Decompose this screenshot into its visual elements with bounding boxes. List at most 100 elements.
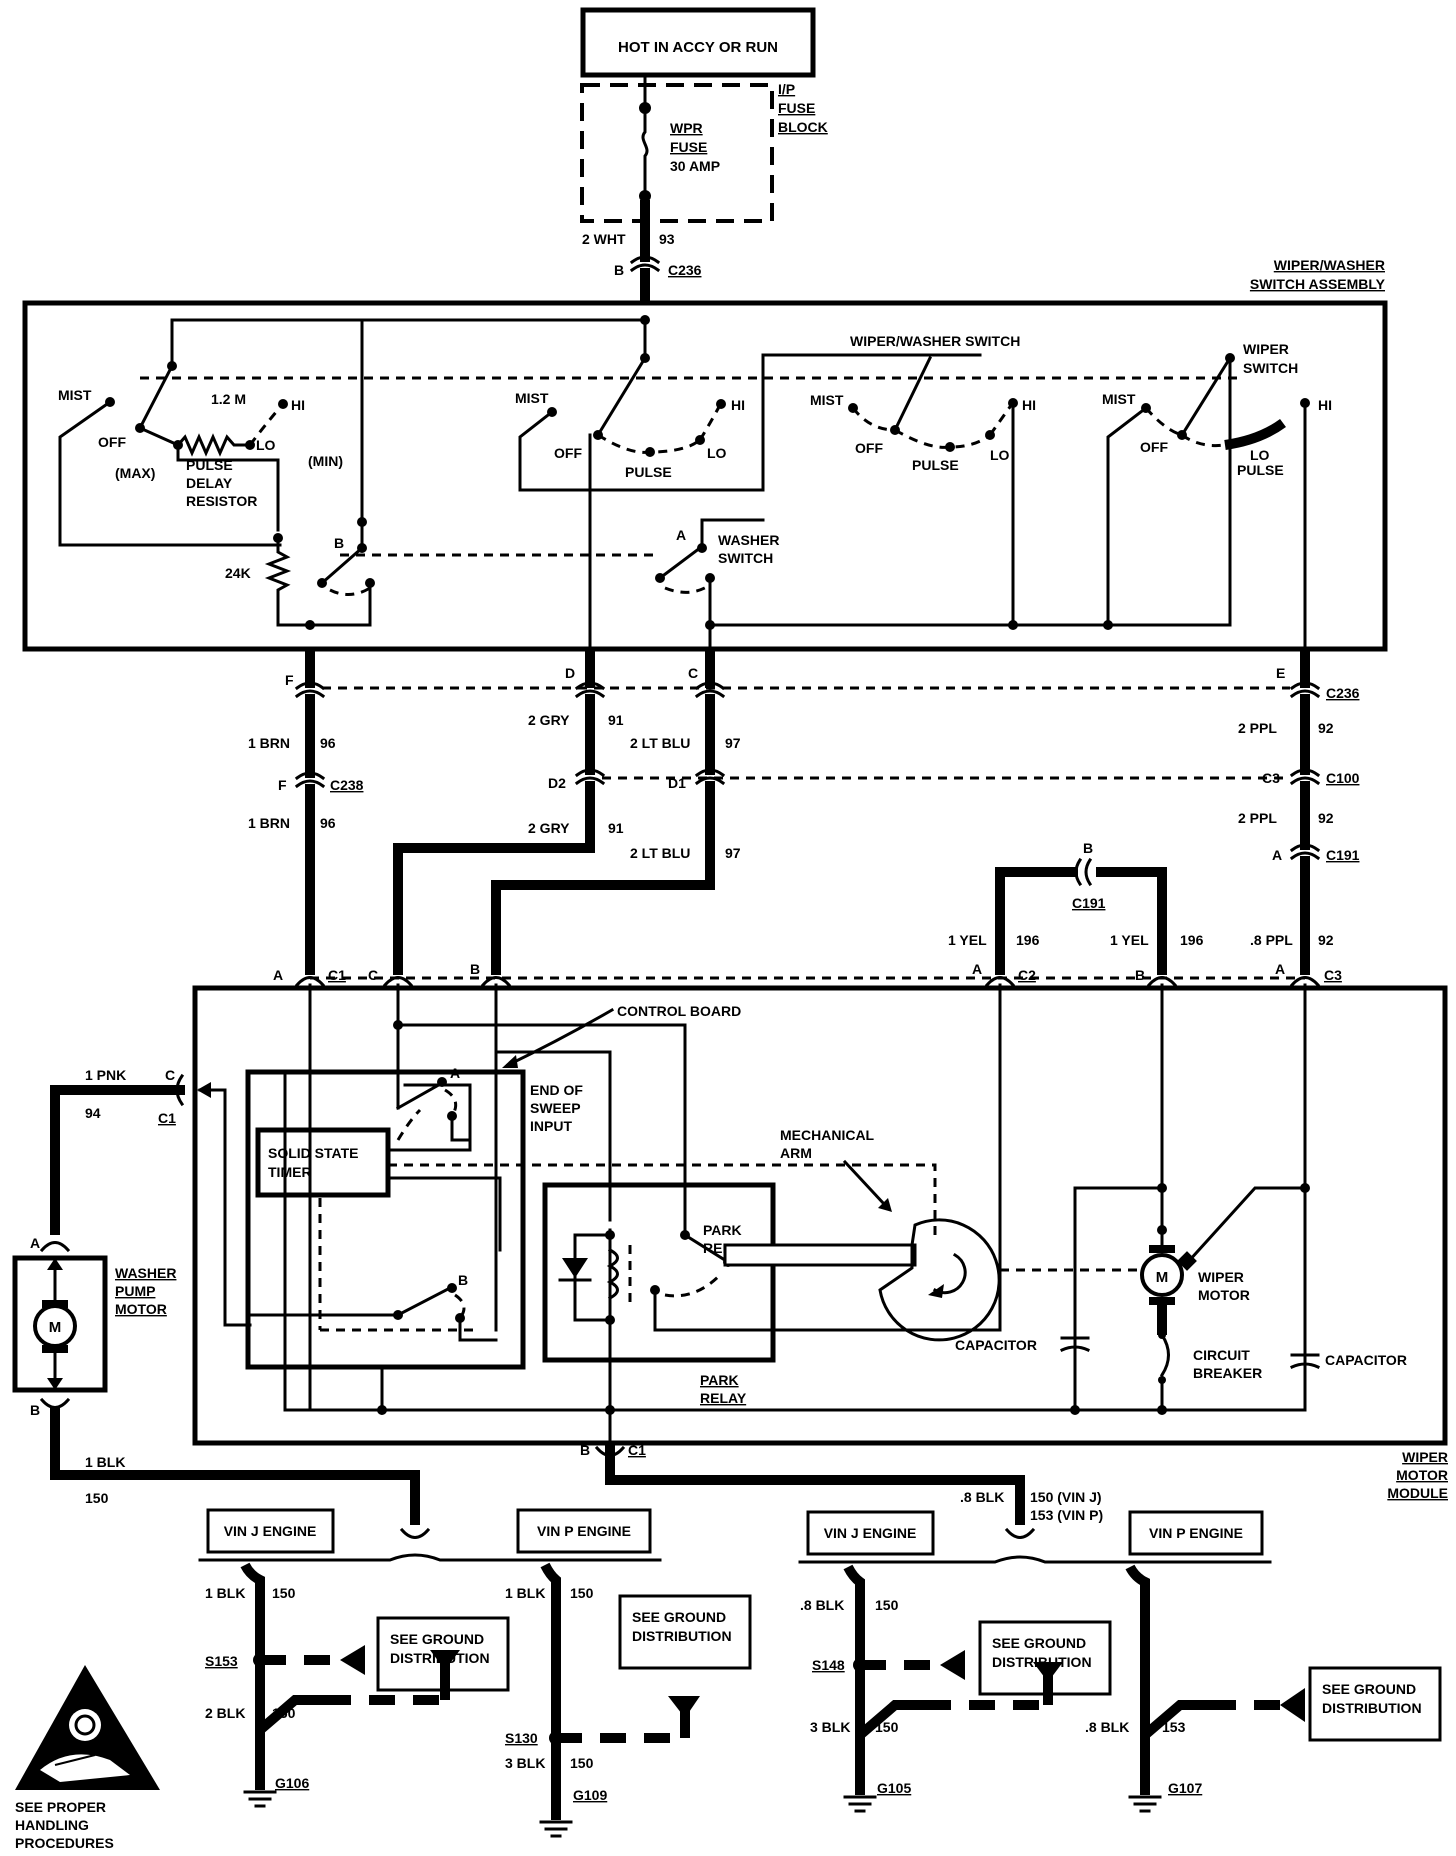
g107-label: G107 (1168, 1780, 1202, 1796)
ground-group-left: VIN J ENGINE VIN P ENGINE SEE GROUND DIS… (198, 1508, 752, 1838)
right-vinj-label: VIN J ENGINE (824, 1525, 917, 1541)
pin-e: E (1276, 665, 1285, 681)
mechanical-arm-1: MECHANICAL (780, 1127, 875, 1143)
capacitor-right: CAPACITOR (1325, 1352, 1407, 1368)
c1-pin-a: A (273, 967, 283, 983)
left-off-label: OFF (98, 434, 126, 450)
warning-symbol: SEE PROPER HANDLING PROCEDURES (15, 1665, 160, 1851)
park-relay-outer-2: RELAY (700, 1390, 747, 1406)
g106-see-1: SEE GROUND (390, 1631, 484, 1647)
g109-w2: 3 BLK (505, 1755, 545, 1771)
wiper-off-label: OFF (1140, 439, 1168, 455)
wiper-washer-switch-label: WIPER/WASHER SWITCH (850, 333, 1020, 349)
pin-c: C (688, 665, 698, 681)
g106-w1: 1 BLK (205, 1585, 245, 1601)
timer-1: SOLID STATE (268, 1145, 358, 1161)
washer-switch-1: WASHER (718, 532, 779, 548)
module-title-1: WIPER (1402, 1449, 1448, 1465)
wiper-motor-1: WIPER (1198, 1269, 1244, 1285)
g107-see-1: SEE GROUND (1322, 1681, 1416, 1697)
circuit-96-2: 96 (320, 815, 336, 831)
g105-splice: S148 (812, 1657, 845, 1673)
module-title-2: MOTOR (1396, 1467, 1448, 1483)
cb-contact-b: B (458, 1272, 468, 1288)
g109-see-1: SEE GROUND (632, 1609, 726, 1625)
c3-connector: B A C3 (1135, 961, 1342, 988)
resistor-24k-label: 24K (225, 565, 251, 581)
contact-b-label: B (334, 535, 344, 551)
pump-wire: 1 PNK (85, 1067, 126, 1083)
cb-contact-a: A (450, 1065, 460, 1081)
pump-title-3: MOTOR (115, 1301, 167, 1317)
mechanical-arm-2: ARM (780, 1145, 812, 1161)
switch-assembly-title-1: WIPER/WASHER (1274, 257, 1385, 273)
circuit-breaker-1: CIRCUIT (1193, 1347, 1250, 1363)
circuit-92-1: 92 (1318, 720, 1334, 736)
washer-switch-2: SWITCH (718, 550, 773, 566)
g109-label: G109 (573, 1787, 607, 1803)
mid-mist-label: MIST (515, 390, 549, 406)
c1-label: C1 (328, 967, 346, 983)
wiper-lo-label: LO (1250, 447, 1270, 463)
c2-label: C2 (1018, 967, 1036, 983)
mid-hi-label: HI (731, 397, 745, 413)
right-vinp-label: VIN P ENGINE (1149, 1525, 1243, 1541)
switch-assembly: WIPER/WASHER SWITCH ASSEMBLY MIST OFF (M… (22, 257, 1388, 667)
wiper-mist-label: MIST (1102, 391, 1136, 407)
g107-see-2: DISTRIBUTION (1322, 1700, 1422, 1716)
pin-d2: D2 (548, 775, 566, 791)
c1-connector: A C1 C B (273, 961, 512, 988)
circuit-91-1: 91 (608, 712, 624, 728)
c3-pin-a: A (1275, 961, 1285, 977)
g109-c2: 150 (570, 1755, 594, 1771)
left-vinj-label: VIN J ENGINE (224, 1523, 317, 1539)
pump-title-2: PUMP (115, 1283, 155, 1299)
feed-pin: B (614, 262, 624, 278)
left-hi-label: HI (291, 397, 305, 413)
wire-brn-1: 1 BRN (248, 735, 290, 751)
fuse-block: WPR FUSE 30 AMP I/P FUSE BLOCK (580, 73, 828, 223)
washer-pump: C C1 1 PNK 94 A M WASHER PUMP MOTOR B 1 … (12, 1067, 431, 1539)
mid-off-label: OFF (554, 445, 582, 461)
wiper-switch-2: SWITCH (1243, 360, 1298, 376)
pump-conn: C1 (158, 1110, 176, 1126)
pump-pin-b: B (30, 1402, 40, 1418)
circuit-breaker-2: BREAKER (1193, 1365, 1262, 1381)
g105-w2: 3 BLK (810, 1719, 850, 1735)
g105-c1: 150 (875, 1597, 899, 1613)
pump-title-1: WASHER (115, 1265, 176, 1281)
pin-a-c191: A (1272, 847, 1282, 863)
g105-see-2: DISTRIBUTION (992, 1654, 1092, 1670)
wiper-hi-label: HI (1318, 397, 1332, 413)
g106-w2: 2 BLK (205, 1705, 245, 1721)
wiper-switch-1: WIPER (1243, 341, 1289, 357)
circuit-92-3: 92 (1318, 932, 1334, 948)
wiper-motor-2: MOTOR (1198, 1287, 1250, 1303)
ww-lo-label: LO (990, 447, 1010, 463)
left-mist-label: MIST (58, 387, 92, 403)
timer-2: TIMER (268, 1164, 312, 1180)
pin-f: F (285, 672, 294, 688)
ground-group-right: VIN J ENGINE VIN P ENGINE SEE GROUND DIS… (798, 1510, 1442, 1813)
g107-w1: .8 BLK (1085, 1719, 1129, 1735)
feed-wire-color: 2 WHT (582, 231, 626, 247)
park-relay-outer-1: PARK (700, 1372, 739, 1388)
power-title: HOT IN ACCY OR RUN (618, 39, 778, 56)
mid-pulse-label: PULSE (625, 464, 672, 480)
fuse-block-label-3: BLOCK (778, 119, 828, 135)
left-lo-label: LO (256, 437, 276, 453)
conn-c238: C238 (330, 777, 364, 793)
ground-left-circuit: 150 (85, 1490, 109, 1506)
warning-1: SEE PROPER (15, 1799, 106, 1815)
module-gnd-wire: .8 BLK (960, 1489, 1004, 1505)
module-gnd-pin: B (580, 1442, 590, 1458)
g105-w1: .8 BLK (800, 1597, 844, 1613)
feed-circuit: 93 (659, 231, 675, 247)
max-label: (MAX) (115, 465, 155, 481)
pin-b-c191: B (1083, 840, 1093, 856)
end-sweep-1: END OF (530, 1082, 583, 1098)
g106-see-2: DISTRIBUTION (390, 1650, 490, 1666)
contact-a-label: A (676, 527, 686, 543)
pump-motor-symbol: M (49, 1319, 62, 1336)
